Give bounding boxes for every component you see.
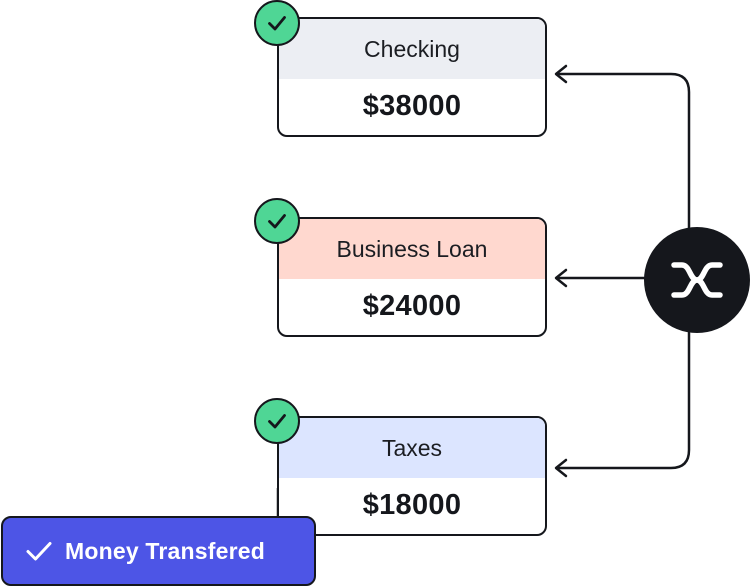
check-badge-icon [254,398,300,444]
account-amount: $38000 [362,90,462,122]
card-header: Business Loan [279,219,545,279]
money-transferred-toast[interactable]: Money Transfered [1,516,316,586]
account-amount: $18000 [362,489,462,521]
toast-label: Money Transfered [65,537,266,564]
arrowhead-business-loan [554,268,568,288]
account-name: Business Loan [336,235,488,262]
card-header: Taxes [279,418,545,478]
card-header: Checking [279,19,545,79]
connector-taxes [558,332,691,470]
account-name: Taxes [381,434,443,461]
check-badge-icon [254,198,300,244]
checkmark-icon [25,537,53,565]
check-icon [268,414,286,429]
account-name: Checking [364,35,460,62]
check-icon [268,16,286,31]
connector-checking [558,72,691,228]
arrowhead-taxes [554,458,568,478]
split-transfer-icon [671,262,723,298]
account-card-taxes[interactable]: Taxes $18000 [277,416,547,536]
check-icon [268,214,286,229]
transfer-hub[interactable] [644,227,750,333]
account-amount: $24000 [362,290,462,322]
account-card-checking[interactable]: Checking $38000 [277,17,547,137]
account-card-business-loan[interactable]: Business Loan $24000 [277,217,547,337]
check-badge-icon [254,0,300,46]
arrowhead-checking [554,64,568,84]
